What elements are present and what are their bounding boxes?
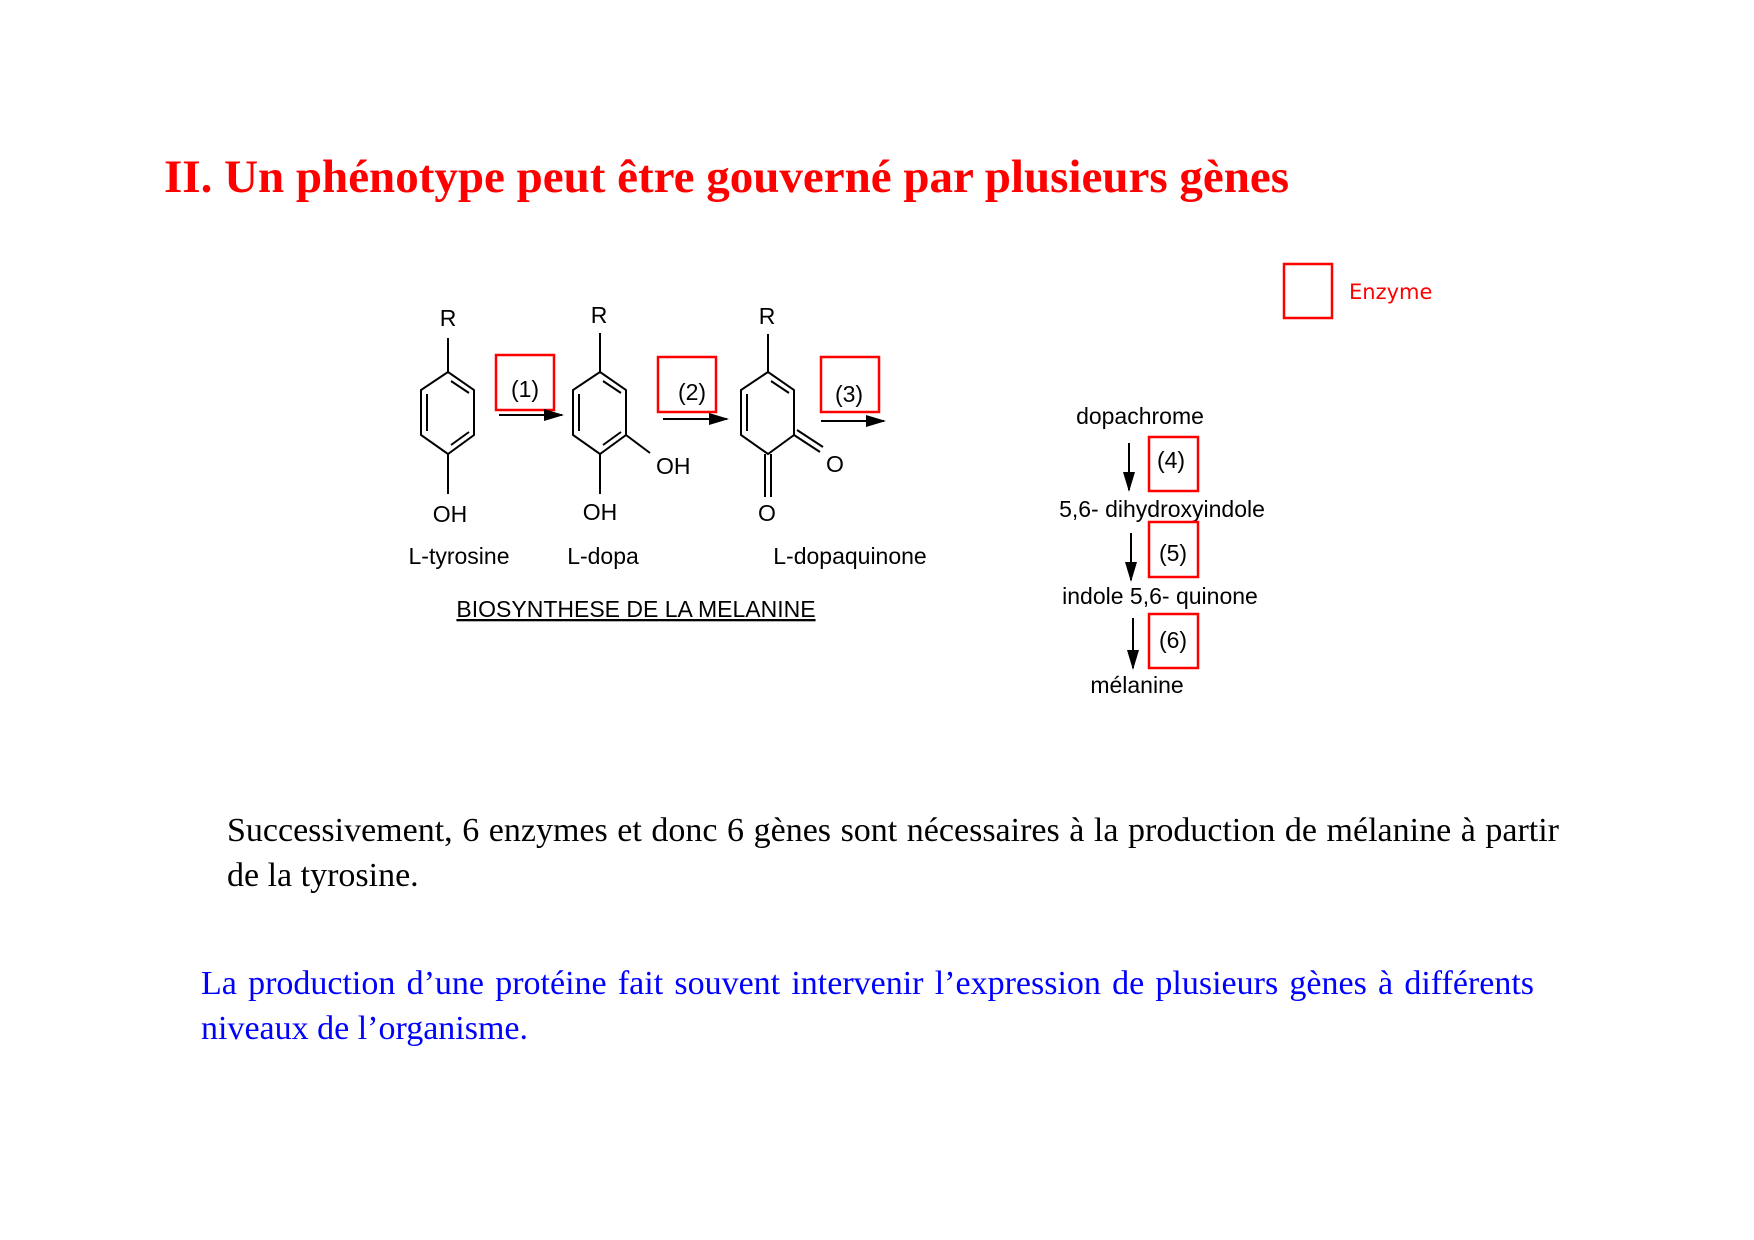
product-dopachrome: dopachrome — [1076, 403, 1204, 429]
svg-text:R: R — [440, 305, 457, 331]
legend-enzyme-box — [1282, 262, 1334, 320]
molecule-l-dopaquinone: R O O L-dopaquinone — [740, 303, 927, 569]
svg-text:(2): (2) — [678, 379, 706, 405]
svg-text:(6): (6) — [1159, 627, 1187, 653]
product-indole-quinone: indole 5,6- quinone — [1062, 583, 1258, 609]
enzyme-step-3: (3) — [819, 355, 886, 427]
label-l-tyrosine: L-tyrosine — [409, 543, 510, 569]
legend-enzyme-label: Enzyme — [1349, 280, 1432, 304]
svg-text:(4): (4) — [1157, 447, 1185, 473]
diagram-caption: BIOSYNTHESE DE LA MELANINE — [456, 596, 815, 622]
svg-text:R: R — [591, 302, 608, 328]
svg-text:(1): (1) — [511, 376, 539, 402]
enzyme-step-4: (4) — [1123, 435, 1200, 493]
slide-title: II. Un phénotype peut être gouverné par … — [164, 151, 1290, 203]
enzyme-step-2: (2) — [656, 355, 729, 425]
paragraph-conclusion: La production d’une protéine fait souven… — [201, 965, 1534, 1047]
enzyme-step-1: (1) — [494, 353, 564, 421]
svg-text:(5): (5) — [1159, 540, 1187, 566]
svg-text:O: O — [758, 500, 776, 526]
enzyme-step-6: (6) — [1127, 612, 1200, 670]
enzyme-step-5: (5) — [1125, 520, 1200, 582]
svg-text:O: O — [826, 451, 844, 477]
svg-text:OH: OH — [433, 501, 468, 527]
svg-text:OH: OH — [656, 453, 691, 479]
label-l-dopa: L-dopa — [567, 543, 639, 569]
molecule-l-dopa: R OH OH L-dopa — [567, 302, 690, 569]
product-melanine: mélanine — [1090, 672, 1183, 698]
svg-text:OH: OH — [583, 499, 618, 525]
svg-text:(3): (3) — [835, 381, 863, 407]
product-dihydroxyindole: 5,6- dihydroxyindole — [1059, 496, 1265, 522]
svg-text:R: R — [759, 303, 776, 329]
molecule-l-tyrosine: R OH L-tyrosine — [409, 305, 510, 569]
label-l-dopaquinone: L-dopaquinone — [773, 543, 926, 569]
paragraph-enzymes: Successivement, 6 enzymes et donc 6 gène… — [227, 812, 1559, 894]
